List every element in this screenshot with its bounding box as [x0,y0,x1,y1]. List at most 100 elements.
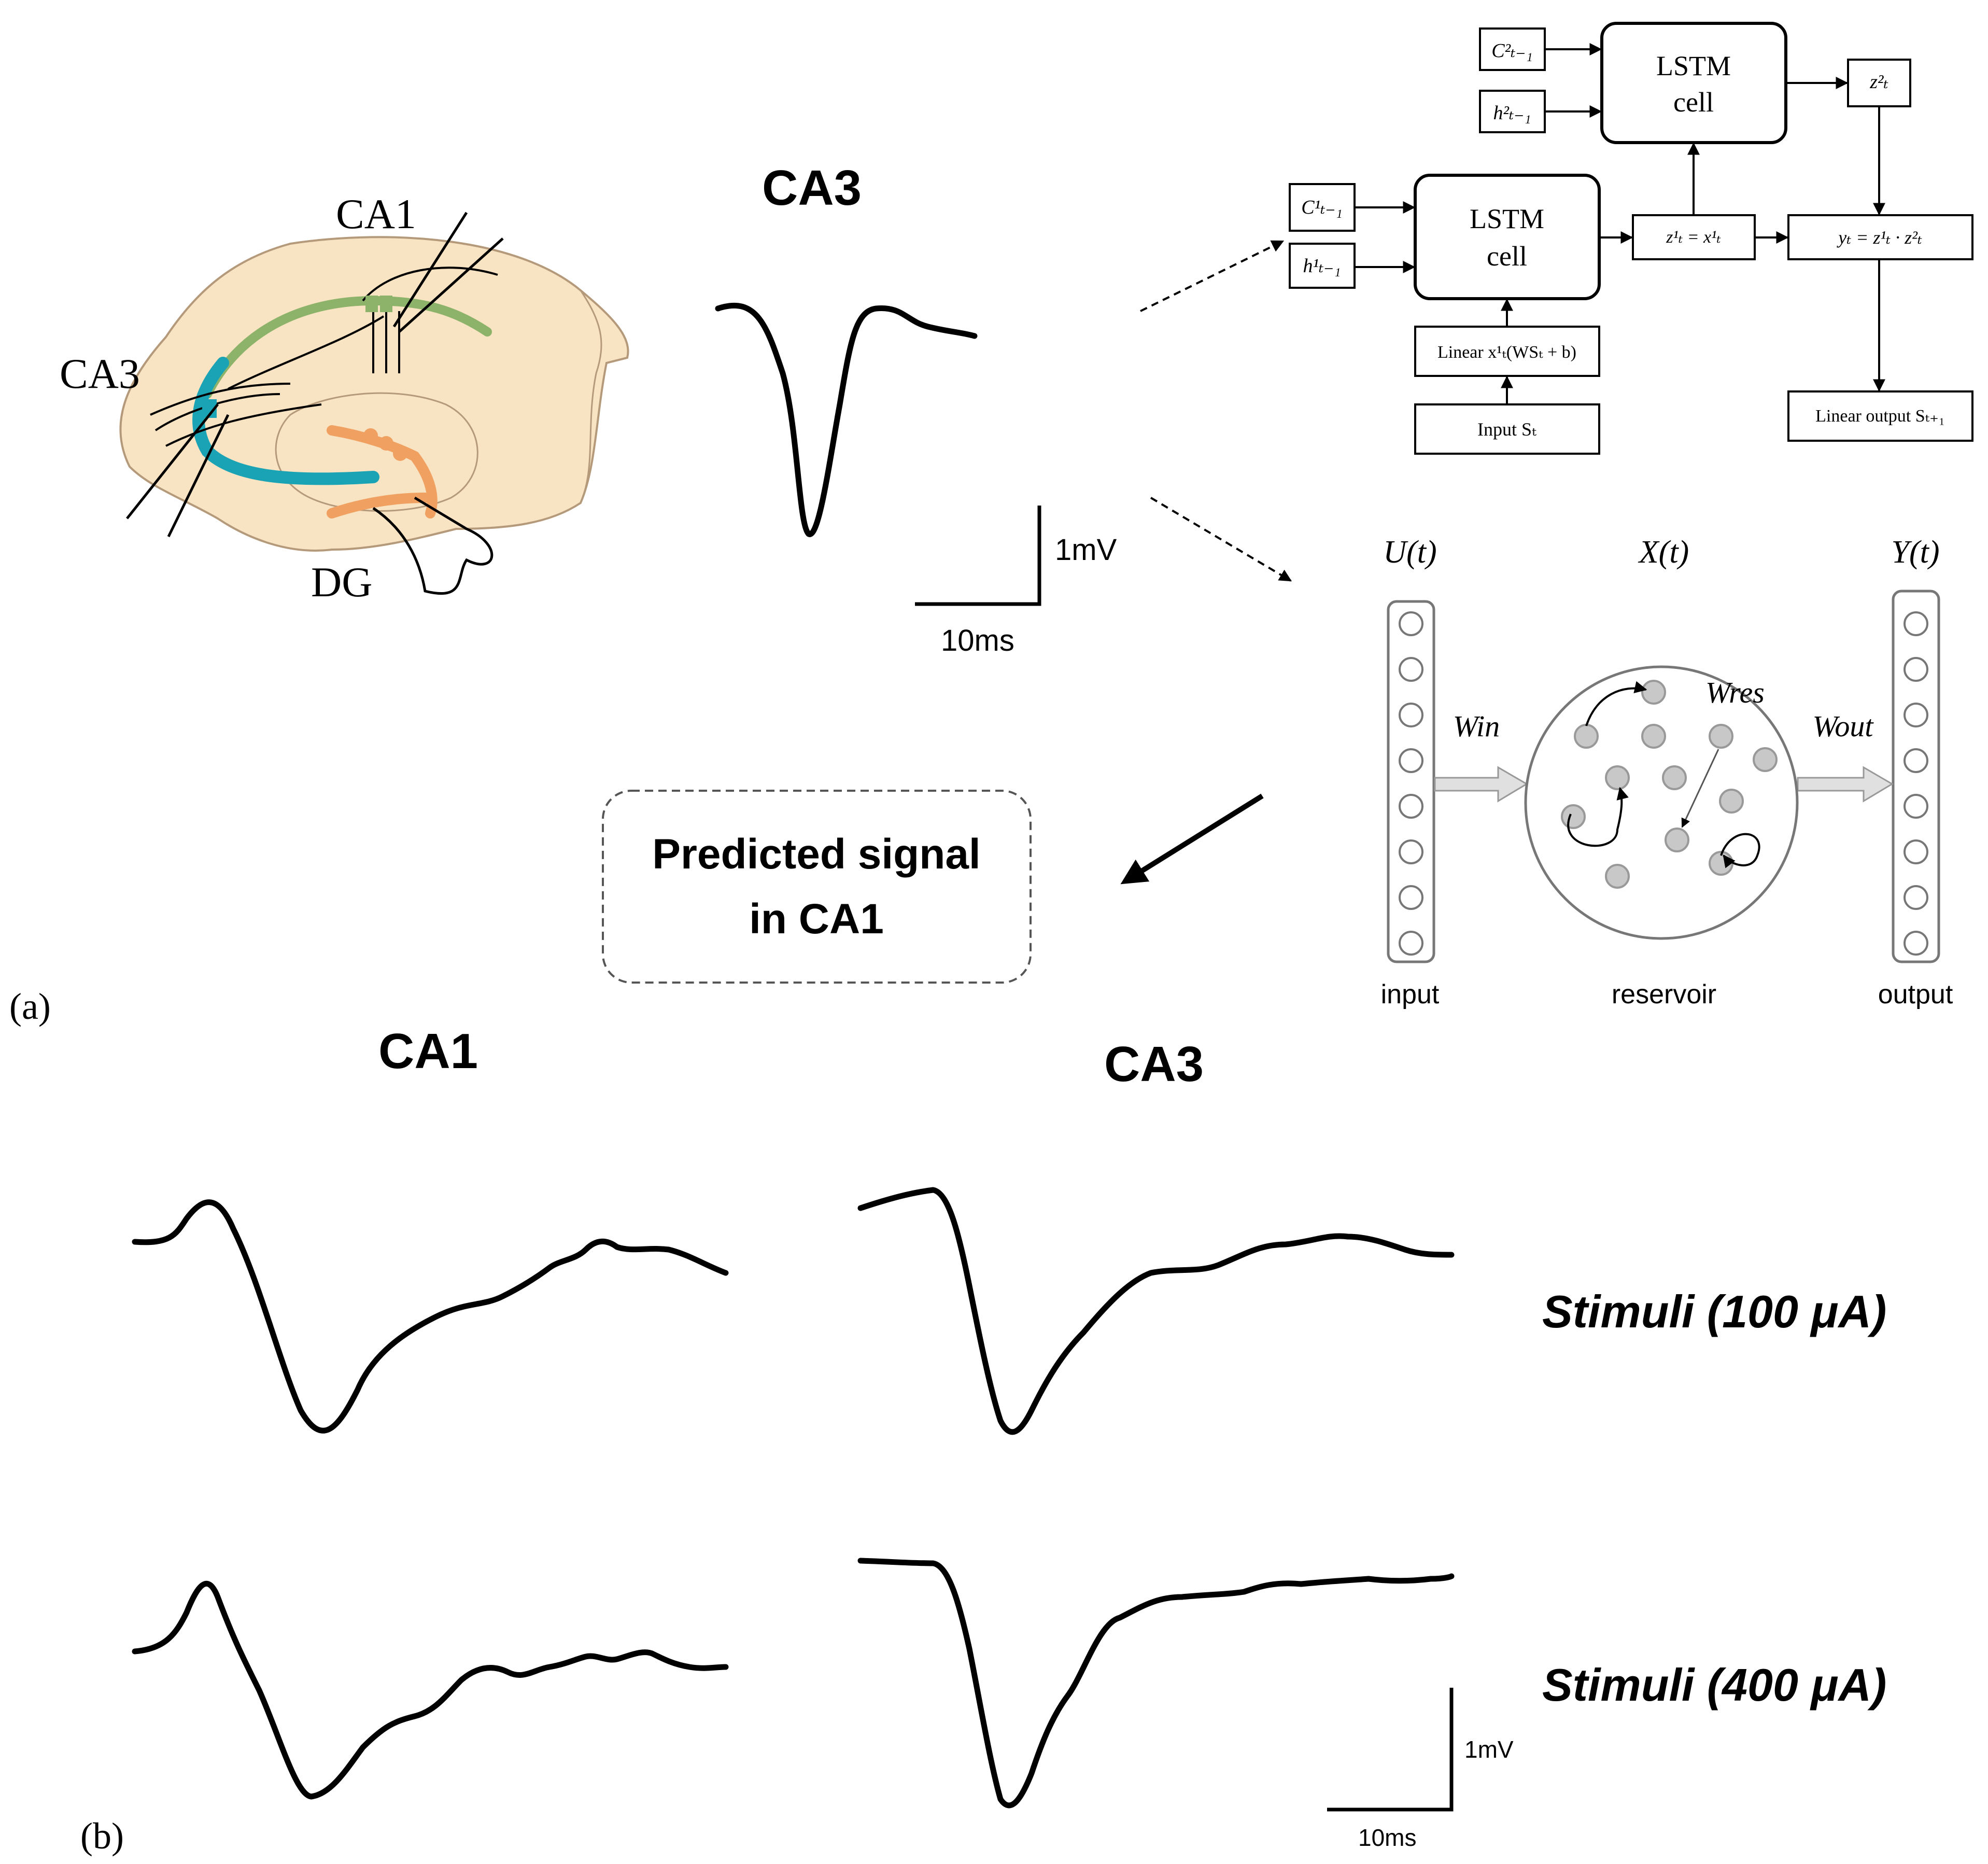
dg-cell [363,428,378,443]
output-neuron-node-icon [1904,794,1928,819]
predicted-signal-line1: Predicted signal [652,831,980,878]
reservoir-neuron-node-icon [1753,747,1778,772]
ca3-trace-100ua [857,1187,1455,1435]
ca1-neuron [380,296,392,312]
input-neuron-node-icon [1399,839,1423,864]
linear-output-label: Linear output Sₜ₊₁ [1815,407,1945,426]
output-neuron-node-icon [1904,703,1928,727]
hippocampus-illustration [119,212,629,595]
scale-bar-b [1327,1688,1454,1812]
u-label: U(t) [1383,535,1436,570]
reservoir-neuron-node-icon [1709,724,1733,749]
col-ca1-title: CA1 [378,1024,478,1079]
lstm-cell-bottom-label1: LSTM [1470,203,1544,234]
electrode-icon [126,403,219,520]
stimuli-100ua-label: Stimuli (100 μA) [1542,1286,1886,1337]
input-neuron-node-icon [1399,885,1423,910]
output-neuron-node-icon [1904,839,1928,864]
input-layer-label: input [1381,979,1440,1010]
z2-label: z²ₜ [1869,71,1888,93]
output-layer-column [1892,590,1940,963]
h-prev-top-label: h²ₜ₋₁ [1493,102,1531,124]
input-nodes [1399,611,1423,956]
linear-output-box [1787,390,1973,442]
reservoir-neuron-node-icon [1662,765,1687,790]
c-prev-top-label: C²ₜ₋₁ [1491,40,1532,62]
w-res-label: Wres [1705,676,1765,709]
stimuli-400ua-label: Stimuli (400 μA) [1542,1659,1886,1711]
reservoir-neuron-node-icon [1641,680,1666,705]
reservoir-label: reservoir [1612,979,1716,1010]
dg-layer-upper [327,425,438,518]
z1-equals-x1-label: z¹ₜ = x¹ₜ [1666,228,1721,247]
output-neuron-node-icon [1904,748,1928,773]
c-prev-bottom-label: C¹ₜ₋₁ [1301,197,1342,218]
w-out-label: Wout [1812,709,1874,743]
reservoir-neuron-node-icon [1719,789,1744,814]
dg-layer-lower [327,493,430,518]
dg-cell [379,436,393,451]
dg-region-label: DG [311,558,372,606]
electrode-icon [372,496,494,595]
ca1-neuron [365,296,378,312]
input-neuron-node-icon [1399,703,1423,727]
ca3-region-label: CA3 [60,350,140,397]
reservoir-nodes [1561,680,1778,889]
lstm-cell-bottom-label2: cell [1487,241,1527,272]
reservoir-neuron-node-icon [1665,828,1689,852]
output-nodes [1904,611,1928,956]
y-output-label: yₜ = z¹ₜ · z²ₜ [1837,227,1922,248]
x-label: X(t) [1638,535,1689,570]
electrode-icon [167,414,230,538]
lstm-cell-bottom [1414,174,1601,300]
input-layer-column [1387,600,1435,963]
input-ca3-trace [715,303,978,537]
reservoir-neuron-node-icon [1605,765,1630,790]
lstm-diagram: C²ₜ₋₁ h²ₜ₋₁ LSTM cell z²ₜ C¹ₜ₋₁ h¹ₜ₋₁ LS… [1289,22,1973,455]
input-st-label: Input Sₜ [1477,419,1536,440]
lstm-cell-top-label1: LSTM [1656,50,1731,81]
output-layer-label: output [1878,979,1953,1010]
ca1-layer [203,296,492,399]
scale-bar-time-label: 10ms [941,624,1014,657]
input-st-box [1414,403,1600,455]
lstm-cell-top [1600,22,1787,144]
reservoir-neuron-node-icon [1641,724,1666,749]
input-neuron-node-icon [1399,748,1423,773]
c-prev-bottom-box [1289,183,1356,232]
reservoir-diagram: U(t) X(t) Y(t) Win Wout Wres input reser… [1381,535,1953,1010]
col-ca3-title: CA3 [1104,1036,1204,1092]
dashed-arrow-icon [1140,240,1285,312]
input-neuron-node-icon [1399,794,1423,819]
panel-b-label: (b) [80,1815,124,1857]
h-prev-bottom-label: h¹ₜ₋₁ [1303,255,1341,277]
input-trace-title: CA3 [762,160,862,216]
scale-bar-voltage-label: 1mV [1055,533,1117,567]
w-in-arrow [1434,766,1528,803]
prediction-arrow-icon [1120,793,1264,885]
w-out-arrow [1797,766,1894,803]
brain-slice-fold [580,290,602,503]
y-label: Y(t) [1892,535,1940,570]
scale-bar-b-voltage-label: 1mV [1464,1736,1514,1763]
input-neuron-node-icon [1399,931,1423,956]
reservoir-neuron-node-icon [1561,804,1586,829]
ca1-region-label: CA1 [336,190,416,237]
reservoir-neuron-node-icon [1605,864,1630,889]
output-neuron-node-icon [1904,931,1928,956]
electrode-icon [398,237,504,333]
ca3-trace-400ua [857,1558,1455,1809]
input-neuron-node-icon [1399,657,1423,682]
ca1-trace-100ua [132,1199,729,1434]
predicted-signal-box [602,790,1032,984]
scale-bar-b-time-label: 10ms [1358,1824,1416,1851]
dg-cell [393,446,407,461]
output-neuron-node-icon [1904,885,1928,910]
output-neuron-node-icon [1904,657,1928,682]
output-neuron-node-icon [1904,611,1928,636]
predicted-signal-line2: in CA1 [749,895,884,943]
ca1-trace-400ua [132,1580,729,1800]
input-neuron-node-icon [1399,611,1423,636]
panel-a-label: (a) [9,986,51,1027]
